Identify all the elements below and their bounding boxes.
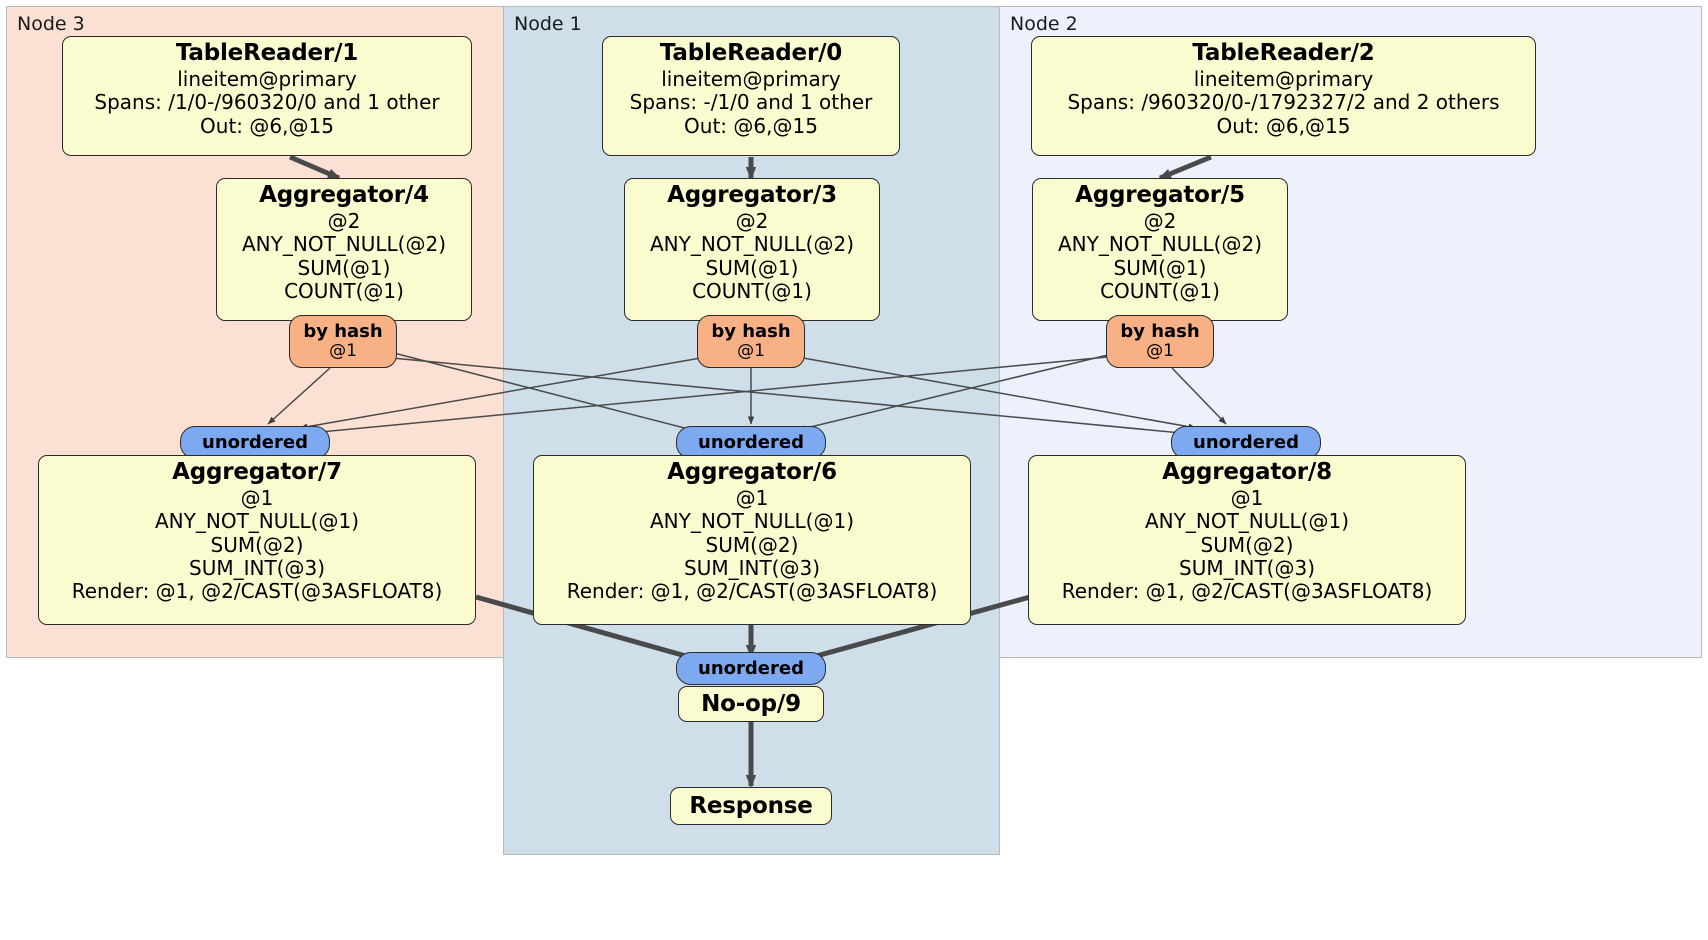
- processor-detail-line: ANY_NOT_NULL(@1): [155, 509, 359, 534]
- processor-table-reader-2[interactable]: TableReader/2 lineitem@primary Spans: /9…: [1031, 36, 1536, 156]
- processor-detail-line: ANY_NOT_NULL(@2): [242, 232, 446, 257]
- processor-detail-line: COUNT(@1): [284, 279, 404, 304]
- processor-title: Aggregator/8: [1162, 459, 1332, 485]
- processor-aggregator-3[interactable]: Aggregator/3 @2 ANY_NOT_NULL(@2) SUM(@1)…: [624, 178, 880, 321]
- processor-title: Aggregator/4: [259, 182, 429, 208]
- node-panel-label-node2: Node 2: [1010, 13, 1078, 35]
- processor-aggregator-4[interactable]: Aggregator/4 @2 ANY_NOT_NULL(@2) SUM(@1)…: [216, 178, 472, 321]
- processor-title: Aggregator/7: [172, 459, 342, 485]
- processor-detail-line: COUNT(@1): [692, 279, 812, 304]
- processor-detail-line: Out: @6,@15: [200, 113, 334, 138]
- processor-aggregator-8[interactable]: Aggregator/8 @1 ANY_NOT_NULL(@1) SUM(@2)…: [1028, 455, 1466, 625]
- processor-detail-line: @1: [240, 485, 274, 510]
- processor-table-reader-1[interactable]: TableReader/1 lineitem@primary Spans: /1…: [62, 36, 472, 156]
- router-badge-by-hash-center[interactable]: by hash @1: [697, 315, 805, 368]
- processor-render-line: Render: @1, @2/CAST(@3ASFLOAT8): [566, 579, 938, 604]
- processor-title: No-op/9: [701, 690, 801, 717]
- processor-table-reader-0[interactable]: TableReader/0 lineitem@primary Spans: -/…: [602, 36, 900, 156]
- processor-detail-line: Spans: -/1/0 and 1 other: [629, 90, 873, 115]
- processor-aggregator-6[interactable]: Aggregator/6 @1 ANY_NOT_NULL(@1) SUM(@2)…: [533, 455, 971, 625]
- processor-detail-line: lineitem@primary: [177, 66, 357, 91]
- processor-detail-line: Spans: /1/0-/960320/0 and 1 other: [94, 90, 440, 115]
- router-kind-label: by hash: [303, 321, 383, 343]
- processor-title: TableReader/1: [175, 40, 359, 66]
- processor-title: TableReader/0: [659, 40, 843, 66]
- router-column-label: @1: [1146, 341, 1174, 362]
- processor-detail-line: SUM(@2): [210, 532, 304, 557]
- router-column-label: @1: [329, 341, 357, 362]
- processor-no-op-9[interactable]: No-op/9: [678, 686, 824, 722]
- processor-detail-line: SUM_INT(@3): [189, 556, 325, 581]
- processor-detail-line: ANY_NOT_NULL(@2): [650, 232, 854, 257]
- processor-detail-line: ANY_NOT_NULL(@2): [1058, 232, 1262, 257]
- processor-detail-line: @1: [1230, 485, 1264, 510]
- synchronizer-badge-unordered-center[interactable]: unordered: [676, 426, 826, 459]
- processor-detail-line: ANY_NOT_NULL(@1): [650, 509, 854, 534]
- processor-detail-line: SUM_INT(@3): [684, 556, 820, 581]
- processor-title: Aggregator/6: [667, 459, 837, 485]
- processor-detail-line: Out: @6,@15: [1216, 113, 1351, 138]
- node-panel-label-node1: Node 1: [514, 13, 582, 35]
- processor-detail-line: lineitem@primary: [661, 66, 841, 91]
- processor-detail-line: @1: [735, 485, 769, 510]
- processor-title: Aggregator/5: [1075, 182, 1245, 208]
- processor-render-line: Render: @1, @2/CAST(@3ASFLOAT8): [71, 579, 443, 604]
- processor-detail-line: SUM(@1): [1113, 255, 1207, 280]
- router-kind-label: by hash: [1120, 321, 1200, 343]
- processor-detail-line: SUM(@1): [297, 255, 391, 280]
- processor-detail-line: SUM_INT(@3): [1179, 556, 1315, 581]
- router-badge-by-hash-right[interactable]: by hash @1: [1106, 315, 1214, 368]
- processor-aggregator-7[interactable]: Aggregator/7 @1 ANY_NOT_NULL(@1) SUM(@2)…: [38, 455, 476, 625]
- processor-render-line: Render: @1, @2/CAST(@3ASFLOAT8): [1061, 579, 1433, 604]
- processor-response[interactable]: Response: [670, 787, 832, 825]
- node-panel-label-node3: Node 3: [17, 13, 85, 35]
- processor-detail-line: @2: [327, 208, 361, 233]
- processor-detail-line: ANY_NOT_NULL(@1): [1145, 509, 1349, 534]
- processor-detail-line: @2: [735, 208, 769, 233]
- processor-title: TableReader/2: [1192, 40, 1375, 66]
- synchronizer-kind-label: unordered: [202, 431, 308, 453]
- synchronizer-badge-unordered-right[interactable]: unordered: [1171, 426, 1321, 459]
- synchronizer-kind-label: unordered: [698, 657, 804, 679]
- processor-detail-line: SUM(@2): [705, 532, 799, 557]
- processor-title: Aggregator/3: [667, 182, 837, 208]
- synchronizer-badge-unordered-final[interactable]: unordered: [676, 652, 826, 685]
- synchronizer-kind-label: unordered: [1193, 431, 1299, 453]
- router-badge-by-hash-left[interactable]: by hash @1: [289, 315, 397, 368]
- processor-detail-line: Spans: /960320/0-/1792327/2 and 2 others: [1067, 90, 1500, 115]
- processor-detail-line: @2: [1143, 208, 1177, 233]
- processor-detail-line: lineitem@primary: [1193, 66, 1374, 91]
- processor-detail-line: SUM(@2): [1200, 532, 1294, 557]
- processor-detail-line: SUM(@1): [705, 255, 799, 280]
- processor-detail-line: COUNT(@1): [1100, 279, 1220, 304]
- router-kind-label: by hash: [711, 321, 791, 343]
- processor-detail-line: Out: @6,@15: [684, 113, 818, 138]
- router-column-label: @1: [737, 341, 765, 362]
- processor-title: Response: [689, 792, 813, 819]
- synchronizer-kind-label: unordered: [698, 431, 804, 453]
- processor-aggregator-5[interactable]: Aggregator/5 @2 ANY_NOT_NULL(@2) SUM(@1)…: [1032, 178, 1288, 321]
